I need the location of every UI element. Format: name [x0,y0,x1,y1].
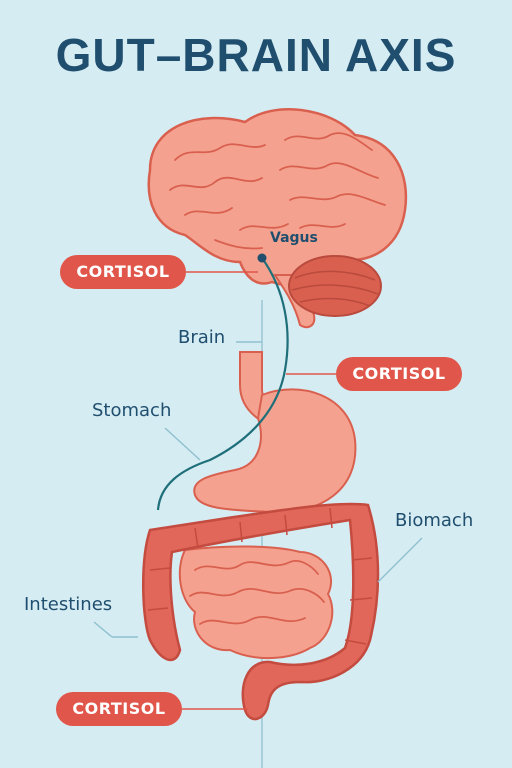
large-intestine [141,502,380,721]
colon-segments [147,507,373,645]
cerebellum-folds [291,270,379,307]
badge-leader-lines [182,271,336,710]
cortisol-badge-stomach: CORTISOL [336,357,462,391]
brain-label: Brain [178,327,226,348]
cortisol-badge-gut: CORTISOL [56,692,182,726]
cerebellum [288,255,382,317]
vagus-origin-dot [257,253,267,263]
cortisol-badge-brain: CORTISOL [60,255,186,289]
vagus-nerve [156,257,289,511]
biomach-label: Biomach [395,510,474,531]
brain-illustration [147,108,408,329]
small-intestine [178,545,334,659]
vagus-label: Vagus [270,230,318,246]
stomach-label: Stomach [92,400,172,421]
brain-folds [169,132,386,250]
label-leader-lines [93,341,423,638]
page-title: GUT–BRAIN AXIS [55,29,457,81]
intestines-label: Intestines [24,594,113,615]
brain-cerebrum [147,108,408,288]
stomach [193,388,357,514]
